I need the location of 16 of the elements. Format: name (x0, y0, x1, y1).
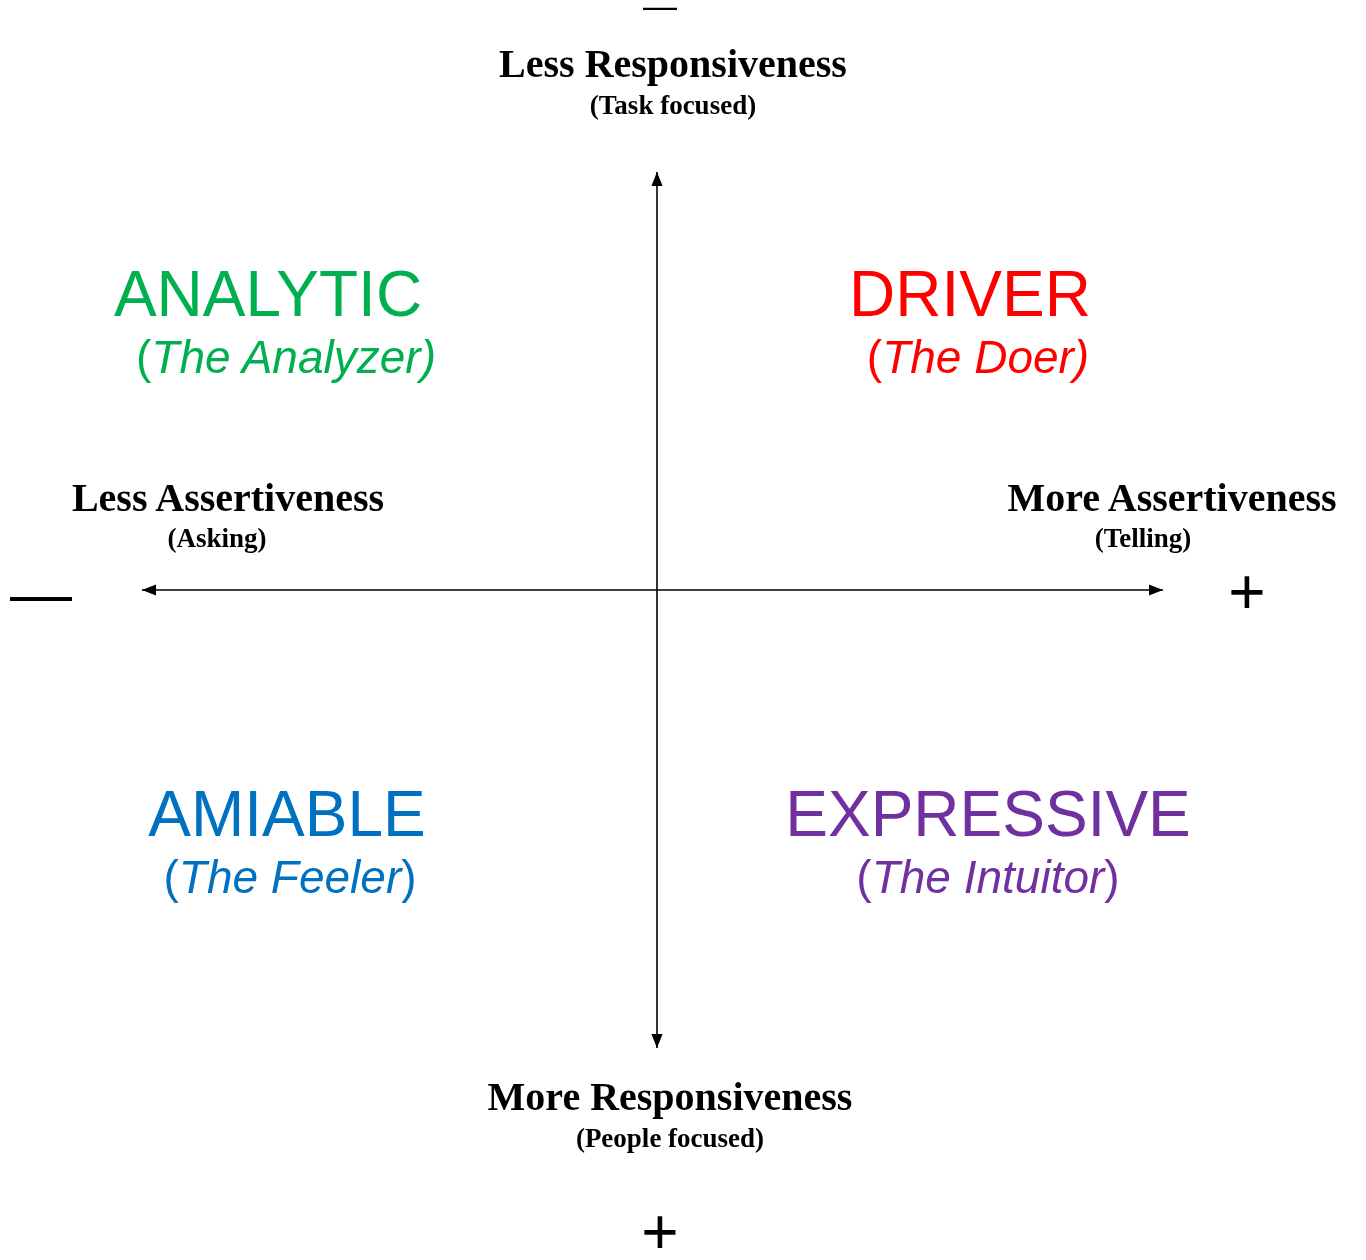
quadrant-title: EXPRESSIVE (785, 782, 1191, 846)
axis-label: Less Responsiveness (499, 44, 847, 84)
minus-sign: — (643, 0, 677, 22)
axis-sublabel: (People focused) (575, 1125, 765, 1152)
quadrant-title: ANALYTIC (113, 262, 423, 326)
minus-sign: — (10, 563, 72, 625)
axis-sublabel: (Asking) (167, 525, 267, 552)
quadrant-title: AMIABLE (148, 782, 426, 846)
axis-sublabel: (Telling) (1094, 525, 1192, 552)
axis-label: More Responsiveness (487, 1077, 853, 1117)
axis-label: Less Assertiveness (71, 478, 385, 518)
quadrant-title: DRIVER (849, 262, 1091, 326)
axis-label: More Assertiveness (1007, 478, 1337, 518)
plus-sign: + (1228, 560, 1266, 624)
axis-sublabel: (Task focused) (589, 92, 757, 119)
plus-sign: + (641, 1200, 679, 1260)
